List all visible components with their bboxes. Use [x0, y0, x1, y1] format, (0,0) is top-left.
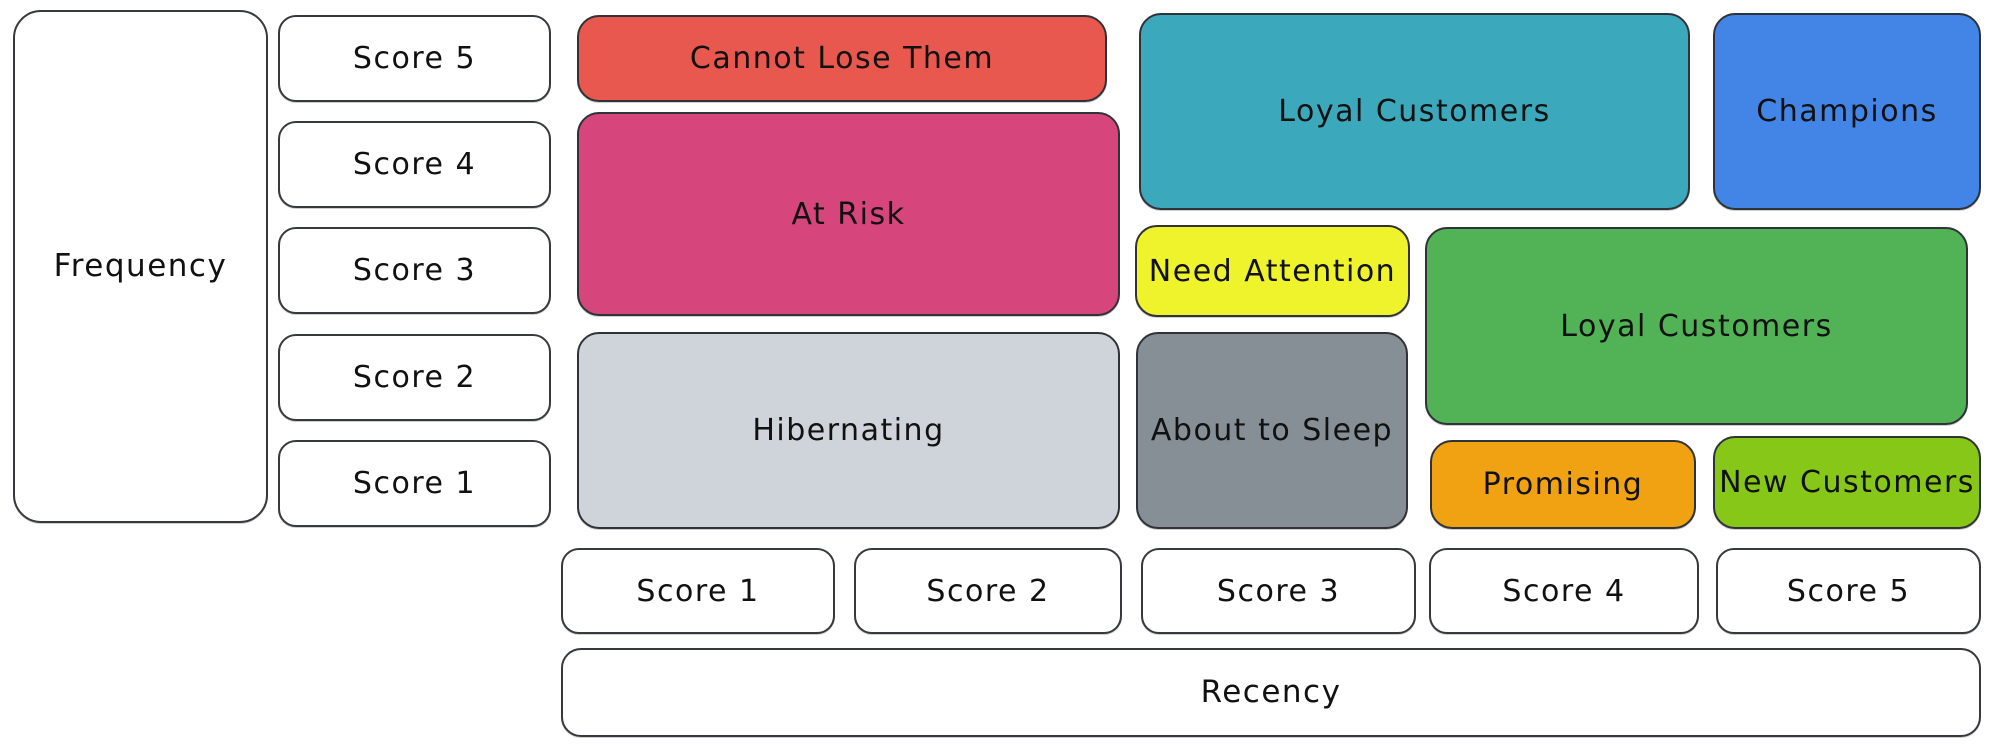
recency-axis-label: Recency [561, 648, 1981, 737]
recency-score-5: Score 5 [1716, 548, 1981, 634]
segment-promising: Promising [1430, 440, 1696, 529]
segment-loyal-customers-right: Loyal Customers [1425, 227, 1968, 425]
recency-score-1: Score 1 [561, 548, 835, 634]
recency-score-4: Score 4 [1429, 548, 1699, 634]
frequency-score-5: Score 5 [278, 15, 551, 102]
segment-hibernating: Hibernating [577, 332, 1120, 529]
frequency-score-3: Score 3 [278, 227, 551, 314]
frequency-score-1: Score 1 [278, 440, 551, 527]
frequency-score-2: Score 2 [278, 334, 551, 421]
segment-about-to-sleep: About to Sleep [1136, 332, 1408, 529]
recency-score-3: Score 3 [1141, 548, 1416, 634]
recency-score-2: Score 2 [854, 548, 1122, 634]
segment-at-risk: At Risk [577, 112, 1120, 316]
frequency-axis-label: Frequency [13, 10, 268, 523]
segment-cannot-lose-them: Cannot Lose Them [577, 15, 1107, 102]
frequency-score-4: Score 4 [278, 121, 551, 208]
segment-new-customers: New Customers [1713, 436, 1981, 529]
segment-champions: Champions [1713, 13, 1981, 210]
segment-loyal-customers-top: Loyal Customers [1139, 13, 1690, 210]
segment-need-attention: Need Attention [1135, 225, 1410, 317]
